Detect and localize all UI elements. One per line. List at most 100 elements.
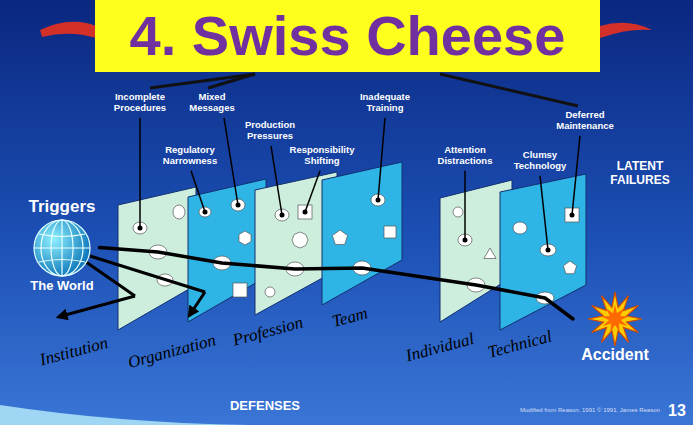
cheese-hole <box>173 205 185 219</box>
leader-dot <box>236 203 241 208</box>
leader-dot <box>570 213 575 218</box>
leader-dot <box>376 198 381 203</box>
cheese-hole <box>199 207 211 217</box>
globe-icon <box>31 217 93 279</box>
cheese-hole <box>453 207 463 217</box>
cheese-hole <box>384 226 396 238</box>
globe-grid <box>39 234 85 237</box>
layer-name-box: Profession <box>231 314 305 351</box>
layer-name: Team <box>330 304 370 331</box>
cheese-hole <box>484 248 496 259</box>
cheese-hole <box>239 231 251 245</box>
layer-name: Individual <box>404 330 476 366</box>
cheese-hole <box>563 261 576 274</box>
leader-line <box>540 176 548 250</box>
blocked-arrow <box>189 292 205 316</box>
layer-name: Institution <box>38 334 110 370</box>
node-label: Accident <box>581 346 649 364</box>
layer-name: Technical <box>486 328 554 363</box>
explosion-core <box>601 305 629 332</box>
layer-name-box: Organization <box>126 331 218 372</box>
credit-note: Modified from Reason, 1991 © 1991, James… <box>520 407 660 413</box>
red-swoosh <box>600 23 652 38</box>
leader-line <box>572 136 580 215</box>
leader-line <box>191 171 205 212</box>
leader-line <box>271 146 282 215</box>
trigger-node: TriggersThe World <box>24 197 99 293</box>
blocked-arrow <box>58 296 135 317</box>
cheese-hole <box>265 287 275 297</box>
fan-line <box>208 74 255 88</box>
layer-name-box: Team <box>330 304 370 331</box>
cheese-hole <box>513 222 527 234</box>
layer-name: Profession <box>231 314 305 351</box>
cheese-hole <box>292 232 308 248</box>
layer-name-box: Institution <box>38 334 110 370</box>
defense-slice <box>118 187 196 330</box>
defense-slice <box>188 179 266 322</box>
failure-callout-box: Deferred Maintenance <box>556 110 614 132</box>
section-label: LATENT FAILURES <box>610 160 669 188</box>
leader-line <box>378 118 385 200</box>
failure-callout: Inadequate Training <box>360 92 410 114</box>
node-label: The World <box>30 279 93 294</box>
failure-callout: Attention Distractions <box>438 145 493 167</box>
leader-dot <box>546 248 551 253</box>
cheese-hole <box>233 283 247 297</box>
leader-dot <box>138 226 143 231</box>
title-banner: 4. Swiss Cheese <box>95 0 600 72</box>
leader-dot <box>280 213 285 218</box>
leader-line <box>305 171 320 212</box>
failure-callout-box: Mixed Messages <box>189 92 234 114</box>
section-label-box: LATENT FAILURES <box>610 160 669 188</box>
explosion-burst <box>588 292 642 346</box>
failure-callout-box: Attention Distractions <box>438 145 493 167</box>
globe-body <box>34 220 90 276</box>
title-text: 4. Swiss Cheese <box>130 8 566 64</box>
layer-name: Organization <box>126 331 218 372</box>
page-number-box: 13 <box>668 402 686 420</box>
globe-grid <box>41 220 83 276</box>
defense-slices <box>118 162 586 330</box>
failure-callout: Incomplete Procedures <box>114 92 166 114</box>
page-number: 13 <box>668 402 686 420</box>
layer-name-box: Technical <box>486 328 554 363</box>
blocked-line <box>90 256 205 292</box>
globe-grid <box>34 247 90 248</box>
accident-trajectory <box>100 248 573 319</box>
failure-callout: Responsibility Shifting <box>290 145 355 167</box>
section-label: DEFENSES <box>230 398 300 413</box>
defense-slice <box>322 162 402 305</box>
leader-line <box>464 171 466 240</box>
failure-callout: Production Pressures <box>245 120 295 142</box>
leader-lines <box>138 118 581 253</box>
explosion-icon <box>577 292 653 346</box>
node-label: Triggers <box>28 197 95 217</box>
failure-callout-box: Regulatory Narrowness <box>163 145 217 167</box>
fan-line <box>150 74 255 88</box>
failure-callout: Clumsy Technology <box>514 150 567 172</box>
globe-grid <box>39 259 85 262</box>
failure-callout-box: Clumsy Technology <box>514 150 567 172</box>
slice-holes <box>133 194 579 304</box>
cheese-hole <box>332 230 347 244</box>
leader-line <box>139 118 141 228</box>
layer-name-box: Individual <box>404 330 476 366</box>
globe-grid <box>51 220 73 276</box>
failure-callout: Regulatory Narrowness <box>163 145 217 167</box>
leader-dot <box>463 238 468 243</box>
leader-dot <box>303 210 308 215</box>
leader-dot <box>203 210 208 215</box>
fan-line <box>440 74 578 106</box>
failure-callout-box: Inadequate Training <box>360 92 410 114</box>
cheese-hole <box>298 205 312 219</box>
failure-callout-box: Incomplete Procedures <box>114 92 166 114</box>
red-swoosh <box>40 22 96 38</box>
failure-callout: Deferred Maintenance <box>556 110 614 132</box>
accident-node: Accident <box>573 292 657 364</box>
section-label-box: DEFENSES <box>230 398 300 413</box>
failure-callout-box: Responsibility Shifting <box>290 145 355 167</box>
failure-callout: Mixed Messages <box>189 92 234 114</box>
